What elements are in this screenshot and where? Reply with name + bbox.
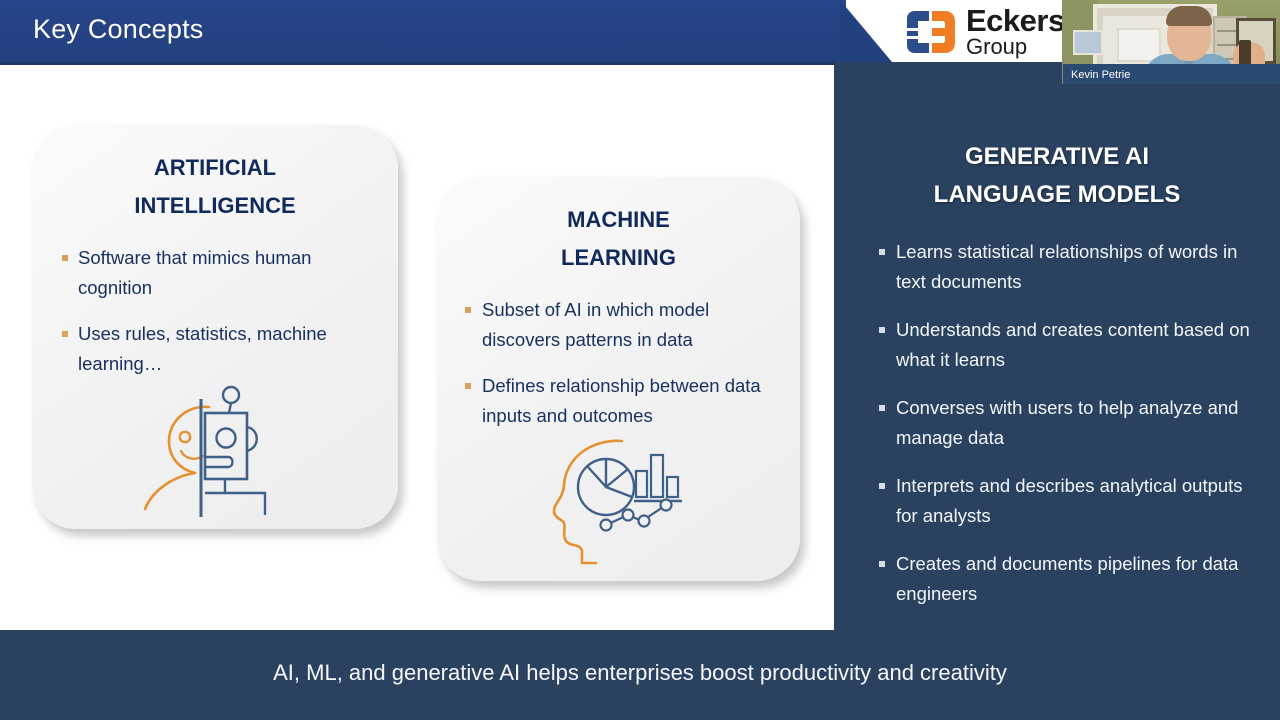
list-item: Software that mimics human cognition: [32, 243, 398, 303]
card-title-machine-learning: MACHINE LEARNING: [437, 201, 800, 277]
list-item-text: Learns statistical relationships of word…: [896, 241, 1238, 292]
logo-line-2: Group: [966, 33, 1028, 59]
head-analytics-icon: [437, 429, 800, 569]
bullet-marker-icon: [879, 405, 885, 411]
footer-bar: AI, ML, and generative AI helps enterpri…: [0, 630, 1280, 720]
bullet-marker-icon: [62, 255, 68, 261]
bullet-marker-icon: [465, 383, 471, 389]
card-title-line-2: LEARNING: [561, 245, 676, 270]
presenter-name-label: Kevin Petrie: [1071, 69, 1131, 81]
list-item: Interprets and describes analytical outp…: [834, 471, 1280, 531]
presenter-held-object: [1239, 40, 1251, 66]
card-bullet-list-ai: Software that mimics human cognition Use…: [32, 243, 398, 379]
bullet-marker-icon: [879, 249, 885, 255]
list-item: Understands and creates content based on…: [834, 315, 1280, 375]
header-diagonal-wedge: [840, 0, 892, 62]
generative-ai-panel-title: GENERATIVE AI LANGUAGE MODELS: [834, 138, 1280, 214]
panel-title-line-1: GENERATIVE AI: [964, 143, 1150, 170]
list-item-text: Converses with users to help analyze and…: [896, 397, 1239, 448]
video-wall-picture-left: [1073, 30, 1103, 55]
bullet-marker-icon: [879, 483, 885, 489]
human-robot-icon: [32, 377, 398, 522]
bullet-marker-icon: [879, 561, 885, 567]
list-item-text: Understands and creates content based on…: [896, 319, 1250, 370]
card-title-line-1: MACHINE: [567, 207, 670, 232]
panel-title-line-2: LANGUAGE MODELS: [933, 181, 1181, 208]
list-item-text: Interprets and describes analytical outp…: [896, 475, 1243, 526]
bullet-marker-icon: [879, 327, 885, 333]
card-title-line-1: ARTIFICIAL: [153, 155, 277, 180]
list-item-text: Software that mimics human cognition: [78, 247, 312, 298]
video-wall-picture-center: [1117, 28, 1161, 62]
presenter-name-bar: [1063, 64, 1280, 84]
eckerson-logo-mark-icon: [907, 11, 955, 53]
card-bullet-list-ml: Subset of AI in which model discovers pa…: [437, 295, 800, 431]
bullet-marker-icon: [62, 331, 68, 337]
list-item-text: Subset of AI in which model discovers pa…: [482, 299, 710, 350]
presenter-hair: [1166, 6, 1212, 26]
list-item: Uses rules, statistics, machine learning…: [32, 319, 398, 379]
list-item: Learns statistical relationships of word…: [834, 237, 1280, 297]
card-title-artificial-intelligence: ARTIFICIAL INTELLIGENCE: [32, 149, 398, 225]
generative-ai-panel: GENERATIVE AI LANGUAGE MODELS Learns sta…: [834, 62, 1280, 630]
list-item: Defines relationship between data inputs…: [437, 371, 800, 431]
list-item: Subset of AI in which model discovers pa…: [437, 295, 800, 355]
list-item: Converses with users to help analyze and…: [834, 393, 1280, 453]
card-title-line-2: INTELLIGENCE: [134, 193, 296, 218]
list-item-text: Uses rules, statistics, machine learning…: [78, 323, 327, 374]
list-item-text: Creates and documents pipelines for data…: [896, 553, 1239, 604]
page-title: Key Concepts: [33, 14, 204, 44]
bullet-marker-icon: [465, 307, 471, 313]
header-band: [0, 0, 846, 62]
presenter-video-overlay[interactable]: Kevin Petrie: [1062, 0, 1280, 84]
generative-ai-bullet-list: Learns statistical relationships of word…: [834, 237, 1280, 627]
header-underline: [0, 62, 834, 65]
card-machine-learning: MACHINE LEARNING Subset of AI in which m…: [437, 177, 800, 581]
footer-takeaway-text: AI, ML, and generative AI helps enterpri…: [273, 660, 1007, 685]
list-item-text: Defines relationship between data inputs…: [482, 375, 761, 426]
card-artificial-intelligence: ARTIFICIAL INTELLIGENCE Software that mi…: [32, 125, 398, 529]
list-item: Creates and documents pipelines for data…: [834, 549, 1280, 609]
